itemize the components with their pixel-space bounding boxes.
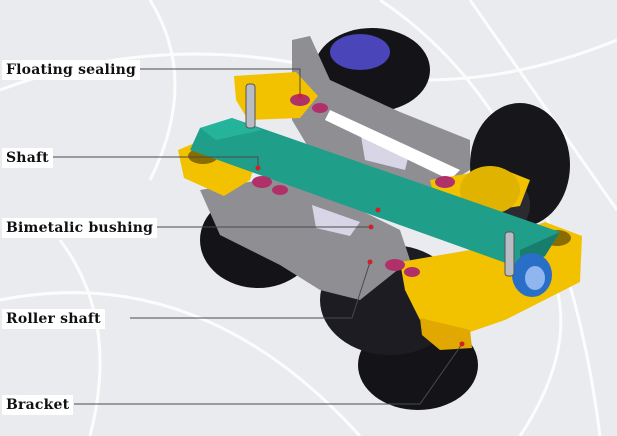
label-roller-shaft: Roller shaft xyxy=(2,309,105,329)
roller-body xyxy=(200,36,470,300)
bracket-pins xyxy=(245,83,515,277)
label-bracket: Bracket xyxy=(2,395,74,415)
floating-seals xyxy=(252,94,455,277)
label-floating-sealing: Floating sealing xyxy=(2,60,140,80)
label-bimetalic-bushing: Bimetalic bushing xyxy=(2,218,158,238)
leader-lines xyxy=(46,68,463,405)
label-shaft: Shaft xyxy=(2,148,53,168)
shaft xyxy=(190,118,560,297)
leader-dots xyxy=(255,93,465,347)
